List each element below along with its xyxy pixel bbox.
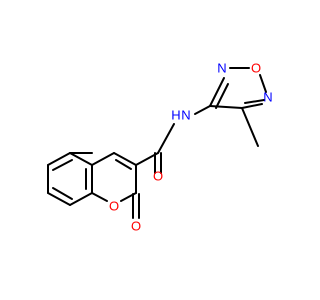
bond [259, 74, 267, 93]
bonds [47, 67, 267, 219]
atom-label: N [181, 108, 190, 123]
atom-label: O [153, 169, 163, 184]
atom-label: N [263, 90, 272, 105]
bond [91, 192, 108, 202]
bond [157, 123, 175, 154]
atom-label: O [131, 219, 141, 234]
bond [69, 152, 93, 166]
bond [47, 152, 71, 166]
atom-label: N [217, 61, 226, 76]
bond [47, 192, 71, 206]
bond [215, 83, 229, 109]
bond [244, 99, 265, 104]
atom-label: H [171, 108, 180, 123]
bond [241, 103, 263, 109]
bond [209, 77, 225, 107]
bond [91, 152, 115, 166]
bond [209, 105, 243, 109]
bond [194, 105, 211, 115]
bond [113, 152, 137, 166]
atom-label: O [109, 199, 119, 214]
atom-labels: N O N N H O O O [109, 61, 273, 234]
molecule-diagram: N O N N H O O O [47, 61, 273, 234]
atom-label: O [251, 61, 261, 76]
structure-svg: N O N N H O O O [47, 61, 273, 234]
bond [52, 187, 73, 200]
bond [241, 107, 259, 147]
bond [52, 159, 73, 171]
bond [115, 159, 132, 170]
bond [69, 192, 93, 206]
